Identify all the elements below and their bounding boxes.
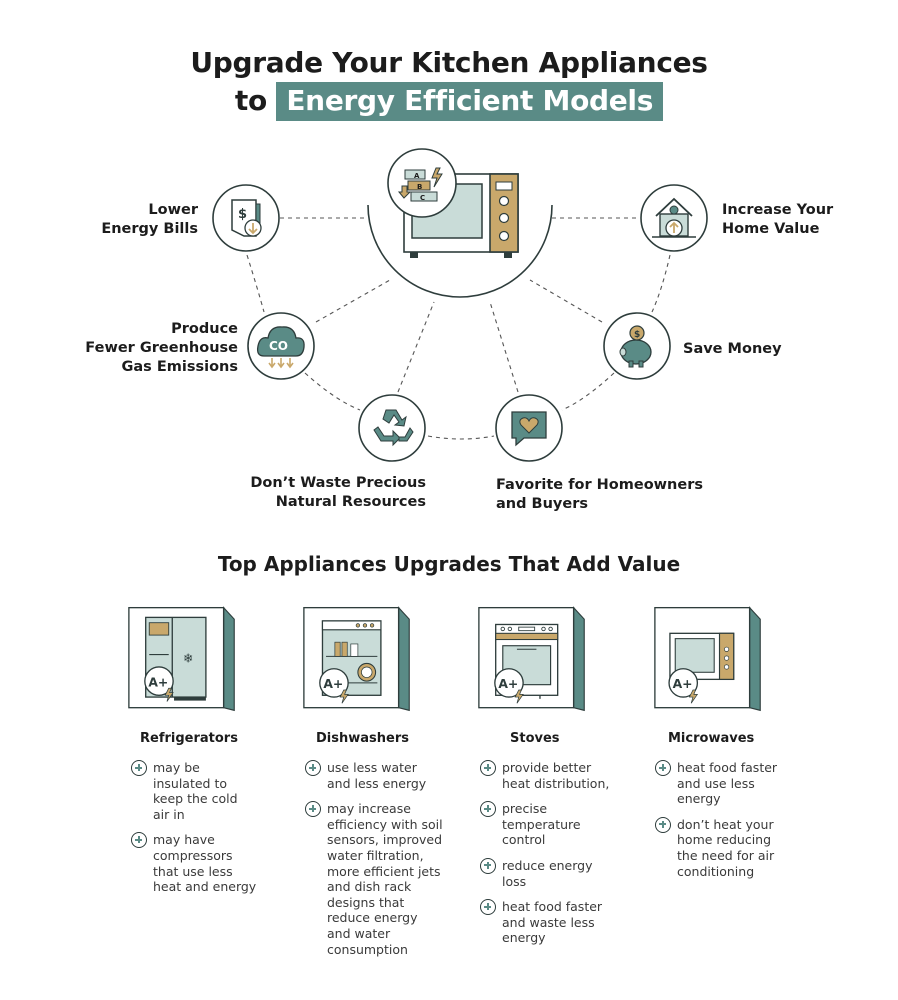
grade-a: A xyxy=(414,172,420,180)
benefit-natural-resources: Don’t Waste Precious Natural Resources xyxy=(216,474,426,512)
list-item: precise temperature control xyxy=(480,801,612,848)
benefit-label-line: Favorite for Homeowners xyxy=(496,477,703,493)
benefit-label-line: Produce xyxy=(171,321,238,337)
plus-circle-icon xyxy=(131,832,147,849)
svg-text:❄: ❄ xyxy=(183,651,193,666)
microwave-icon: A+ xyxy=(654,606,761,712)
refrigerator-icon: ❄ A+ xyxy=(128,606,235,712)
plus-circle-icon xyxy=(305,760,321,776)
benefit-label-line: Lower xyxy=(148,202,198,218)
heart-speech-bubble-icon xyxy=(495,394,563,462)
bullet-text: use less water and less energy xyxy=(327,760,427,791)
grade-b: B xyxy=(417,183,422,191)
co2-cloud-icon: CO xyxy=(247,312,315,380)
plus-circle-icon xyxy=(480,899,496,916)
plus-circle-icon xyxy=(480,801,496,818)
grade-c: C xyxy=(420,194,425,202)
page-title: Upgrade Your Kitchen Appliances xyxy=(190,46,708,79)
piggy-coin-text: $ xyxy=(634,330,640,340)
house-value-up-icon xyxy=(640,184,708,252)
plus-circle-icon xyxy=(131,760,147,776)
center-arc xyxy=(367,204,553,298)
plus-circle-icon xyxy=(480,760,496,776)
svg-text:$: $ xyxy=(238,207,247,222)
microwave-benefits-list: heat food faster and use less energy don… xyxy=(655,760,785,889)
appliance-name-refrigerators: Refrigerators xyxy=(140,731,238,746)
list-item: may increase efficiency with soil sensor… xyxy=(305,801,443,957)
list-item: heat food faster and use less energy xyxy=(655,760,785,807)
benefit-save-money: Save Money xyxy=(683,340,823,359)
benefit-favorite-homeowners: Favorite for Homeowners and Buyers xyxy=(496,476,726,514)
benefit-label-line: Home Value xyxy=(722,221,820,237)
dishwasher-icon: A+ xyxy=(303,606,410,712)
plus-circle-icon xyxy=(655,816,671,833)
list-item: heat food faster and waste less energy xyxy=(480,899,612,946)
bullet-text: reduce energy loss xyxy=(502,857,593,889)
dishwasher-benefits-list: use less water and less energy may incre… xyxy=(305,760,443,967)
title-prefix: to xyxy=(234,84,267,117)
plus-circle-icon xyxy=(655,760,671,776)
bullet-text: precise temperature control xyxy=(502,801,581,848)
energy-badge: A+ xyxy=(498,676,518,691)
stove-icon: A+ xyxy=(478,606,585,712)
dollar-bill-down-icon: $ xyxy=(212,184,280,252)
energy-badge: A+ xyxy=(148,674,168,689)
piggy-bank-icon: $ xyxy=(603,312,671,380)
refrigerator-benefits-list: may be insulated to keep the cold air in… xyxy=(131,760,257,905)
plus-circle-icon xyxy=(480,857,496,874)
benefit-label-line: Save Money xyxy=(683,341,782,357)
page-subtitle: to Energy Efficient Models xyxy=(0,82,898,121)
benefit-label-line: Natural Resources xyxy=(275,494,426,510)
recycle-icon xyxy=(358,394,426,462)
benefit-label-line: Increase Your xyxy=(722,202,834,218)
energy-badge: A+ xyxy=(673,676,693,691)
benefit-label-line: and Buyers xyxy=(496,496,588,512)
benefit-increase-home-value: Increase Your Home Value xyxy=(722,201,862,239)
bullet-text: don’t heat your home reducing the need f… xyxy=(677,816,775,879)
energy-badge: A+ xyxy=(323,676,343,691)
appliance-name-microwaves: Microwaves xyxy=(668,731,755,746)
bullet-text: may be insulated to keep the cold air in xyxy=(153,760,238,822)
appliance-name-dishwashers: Dishwashers xyxy=(316,731,409,746)
bullet-text: may have compressors that use less heat … xyxy=(153,832,257,895)
list-item: may be insulated to keep the cold air in xyxy=(131,760,257,822)
stove-benefits-list: provide better heat distribution, precis… xyxy=(480,760,612,956)
list-item: don’t heat your home reducing the need f… xyxy=(655,816,785,879)
list-item: may have compressors that use less heat … xyxy=(131,832,257,894)
benefit-fewer-emissions: Produce Fewer Greenhouse Gas Emissions xyxy=(70,320,238,377)
benefit-label-line: Energy Bills xyxy=(101,221,198,237)
title-highlight: Energy Efficient Models xyxy=(276,82,664,121)
bullet-text: heat food faster and use less energy xyxy=(677,760,778,807)
list-item: reduce energy loss xyxy=(480,857,612,889)
energy-rating-icon: A B C xyxy=(387,148,457,218)
list-item: use less water and less energy xyxy=(305,760,443,791)
appliance-name-stoves: Stoves xyxy=(510,731,560,746)
co2-text: CO xyxy=(269,339,288,353)
benefit-label-line: Gas Emissions xyxy=(121,359,239,375)
list-item: provide better heat distribution, xyxy=(480,760,612,791)
plus-circle-icon xyxy=(305,801,321,818)
bullet-text: heat food faster and waste less energy xyxy=(502,899,603,946)
bullet-text: may increase efficiency with soil sensor… xyxy=(327,801,443,957)
section-title: Top Appliances Upgrades That Add Value xyxy=(217,552,681,576)
benefit-lower-energy-bills: Lower Energy Bills xyxy=(98,201,198,239)
benefit-label-line: Fewer Greenhouse xyxy=(85,340,238,356)
benefits-diagram: A B C $ CO $ xyxy=(212,148,708,462)
connector-lines xyxy=(246,217,671,440)
bullet-text: provide better heat distribution, xyxy=(502,760,610,791)
benefit-label-line: Don’t Waste Precious xyxy=(250,475,426,491)
